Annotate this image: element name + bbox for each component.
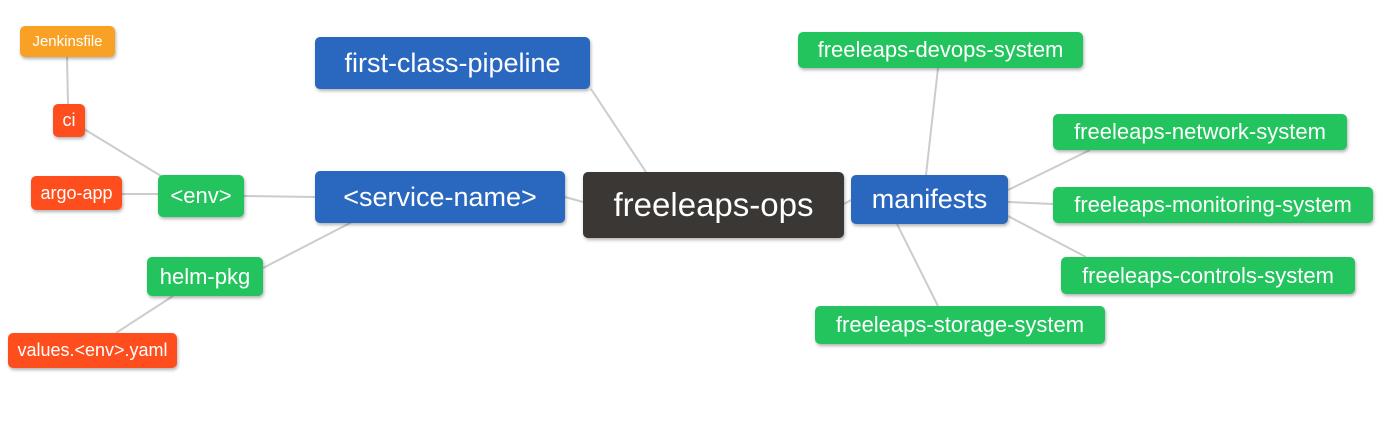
node-service[interactable]: <service-name> <box>315 171 565 223</box>
node-env[interactable]: <env> <box>158 175 244 217</box>
node-label: helm-pkg <box>159 263 251 289</box>
node-jenkinsfile[interactable]: Jenkinsfile <box>20 26 115 57</box>
edge-service-root <box>564 196 584 203</box>
node-label: freeleaps-devops-system <box>817 37 1064 62</box>
node-label: freeleaps-controls-system <box>1082 262 1334 288</box>
node-values[interactable]: values.<env>.yaml <box>8 333 177 368</box>
node-label: first-class-pipeline <box>344 47 561 78</box>
node-controls[interactable]: freeleaps-controls-system <box>1061 257 1355 294</box>
node-argo[interactable]: argo-app <box>31 176 122 210</box>
edge-manifests-monitoring <box>1007 201 1054 205</box>
node-label: values.<env>.yaml <box>17 340 168 360</box>
node-pipeline[interactable]: first-class-pipeline <box>315 37 590 89</box>
node-label: argo-app <box>40 182 113 203</box>
node-network[interactable]: freeleaps-network-system <box>1053 114 1347 150</box>
node-manifests[interactable]: manifests <box>851 175 1008 224</box>
node-label: Jenkinsfile <box>32 33 103 50</box>
node-label: <service-name> <box>343 181 537 212</box>
edge-env-service <box>243 195 316 198</box>
node-root[interactable]: freeleaps-ops <box>583 172 844 238</box>
node-label: manifests <box>871 184 988 214</box>
edge-manifests-network <box>1007 149 1091 191</box>
edge-ci-env <box>83 128 162 177</box>
edge-pipeline-root <box>590 88 647 173</box>
edge-manifests-storage <box>896 223 939 307</box>
node-devops[interactable]: freeleaps-devops-system <box>798 32 1083 68</box>
node-storage[interactable]: freeleaps-storage-system <box>815 306 1105 344</box>
node-monitoring[interactable]: freeleaps-monitoring-system <box>1053 187 1373 223</box>
node-label: freeleaps-network-system <box>1074 119 1326 144</box>
node-label: freeleaps-monitoring-system <box>1074 192 1352 217</box>
edge-jenkinsfile-ci <box>66 56 69 105</box>
edge-helm-service <box>262 221 353 269</box>
node-ci[interactable]: ci <box>53 104 85 137</box>
node-label: freeleaps-ops <box>613 186 814 223</box>
edge-values-helm <box>115 295 174 334</box>
node-helm[interactable]: helm-pkg <box>147 257 263 296</box>
edge-root-manifests <box>843 199 852 205</box>
edge-manifests-devops <box>925 67 939 176</box>
node-label: freeleaps-storage-system <box>835 312 1085 337</box>
edge-manifests-controls <box>1007 215 1087 258</box>
node-label: <env> <box>170 183 232 208</box>
node-label: ci <box>62 110 76 130</box>
